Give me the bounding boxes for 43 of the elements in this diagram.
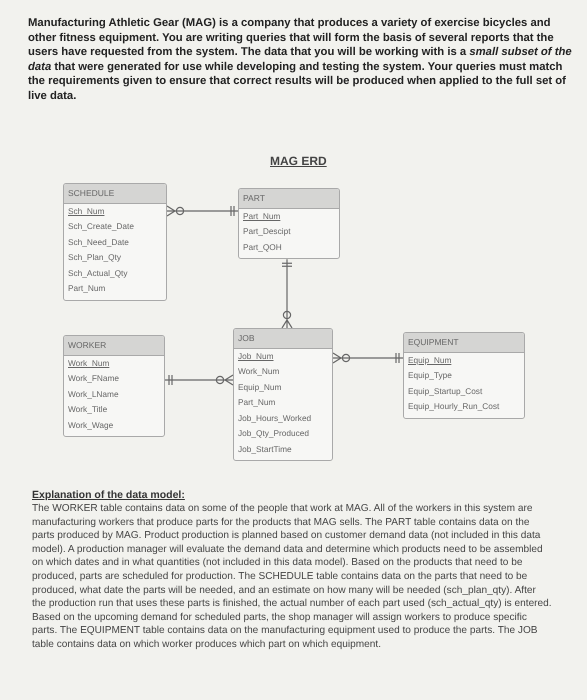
field-name: Part_QOH — [242, 240, 283, 254]
field-name: Part_Num — [67, 282, 106, 296]
table-header: PART — [239, 189, 339, 209]
field-name: Work_FName — [67, 372, 120, 386]
field-name: Sch_Need_Date — [67, 236, 130, 249]
field-name: Equip_Type — [407, 369, 453, 382]
entity-table — [63, 335, 165, 438]
field-name: Sch_Plan_Qty — [67, 251, 122, 264]
entity-table — [403, 332, 525, 419]
field-name: Work_Title — [67, 403, 108, 416]
entity-table — [63, 183, 167, 301]
field-name: Job_StartTime — [237, 442, 293, 456]
diagram-title: MAG ERD — [270, 153, 327, 170]
relationship-line — [281, 259, 293, 329]
intro-paragraph: Manufacturing Athletic Gear (MAG) is a company that produces a variety of exercise bicycles and other fitness equipment. You are writing queries that will form the basis of several reports that the users have requested from the system. The data that you will be working with is a small subset of the data that were generated for use while developing and testing the system. Your queries must match the requirements given to ensure that correct results will be produced when applied to the full set of live data. — [28, 16, 573, 103]
table-header: JOB — [234, 329, 332, 349]
table-header: WORKER — [64, 336, 164, 356]
primary-key-field: Job_Num — [234, 348, 332, 364]
table-header: SCHEDULE — [64, 184, 166, 204]
field-name: Sch_Create_Date — [67, 220, 135, 234]
field-name: Work_Wage — [67, 418, 114, 432]
field-name: Job_Qty_Produced — [237, 427, 310, 440]
primary-key-field: Sch_Num — [64, 204, 166, 220]
field-name: Sch_Actual_Qty — [67, 266, 128, 280]
field-name: Equip_Num — [237, 380, 282, 394]
explanation-paragraph: The WORKER table contains data on some of the people that work at MAG. All of the workers in this system are manufacturing workers that produce parts for the products that MAG sells. The PART table contains data on the parts produced by MAG. Product production is planned based on customer demand data (not included in this data model). A production manager will evaluate the demand data and determine which products need to be assembled on which dates and in what quantities (not included in this data model). Based on the products that need to be produced, parts are scheduled for production. The SCHEDULE table contains data on the parts that need to be produced, what date the parts will be needed, and an estimate on how many will be needed (sch_plan_qty). After the production run that uses these parts is finished, the actual number of each part used (sch_actual_qty) is entered. Based on the upcoming demand for scheduled parts, the shop manager will assign workers to produce specific parts. The EQUIPMENT table contains data on the manufacturing equipment used to produce the parts. The JOB table contains data on which worker produces which part on which equipment. — [32, 502, 552, 652]
field-name: Part_Num — [237, 396, 276, 410]
entity-table — [238, 188, 340, 260]
table-header: EQUIPMENT — [404, 333, 524, 353]
field-name: Work_Num — [237, 365, 280, 378]
field-name: Equip_Hourly_Run_Cost — [407, 400, 500, 414]
relationship-line — [166, 205, 238, 217]
field-name: Work_LName — [67, 388, 120, 401]
entity-table — [233, 328, 333, 462]
primary-key-field: Part_Num — [239, 208, 339, 224]
section-heading: Explanation of the data model: — [32, 488, 185, 503]
relationship-line — [165, 374, 234, 386]
relationship-line — [332, 352, 403, 364]
field-name: Equip_Startup_Cost — [407, 384, 484, 398]
field-name: Job_Hours_Worked — [237, 412, 312, 425]
field-name: Part_Descipt — [242, 225, 292, 238]
primary-key-field: Equip_Num — [404, 352, 524, 368]
primary-key-field: Work_Num — [64, 356, 164, 372]
